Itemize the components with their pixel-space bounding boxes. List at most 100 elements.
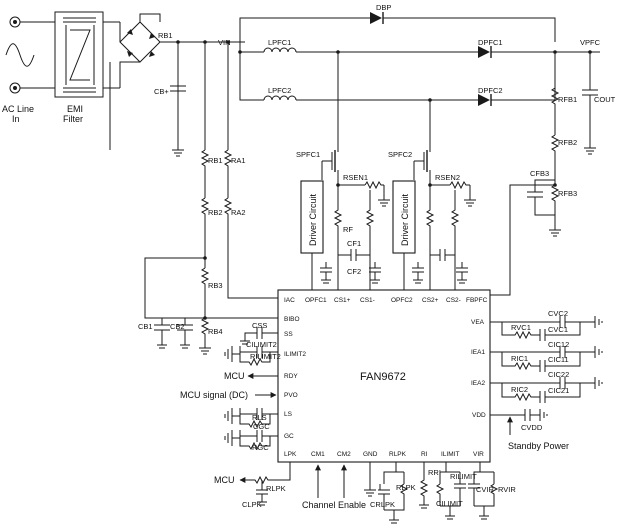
emi-label-2: Filter xyxy=(63,114,83,124)
pin-rlpk: RLPK xyxy=(389,451,407,458)
cic21-label: CIC21 xyxy=(548,386,569,395)
cout-label: COUT xyxy=(594,95,616,104)
pin-gnd: GND xyxy=(363,451,378,458)
rlpk2-label: RLPK xyxy=(396,483,416,492)
rsen2-label: RSEN2 xyxy=(435,173,460,182)
rb4-label: RB4 xyxy=(208,327,223,336)
ac-line-source xyxy=(5,16,55,94)
rlpk-clrpk xyxy=(378,462,409,524)
rls-label: RLS xyxy=(252,413,267,422)
rilimit-cilimit xyxy=(436,462,466,520)
pin-vdd: VDD xyxy=(472,412,486,419)
pin-cm1: CM1 xyxy=(311,451,325,458)
clpk-label: CLPK xyxy=(242,500,262,509)
pin-iea1: IEA1 xyxy=(471,349,485,356)
rilimit-label: RILIMIT xyxy=(450,472,477,481)
emi-label: EMI xyxy=(67,104,83,114)
mosfet-spfc1 xyxy=(321,145,339,185)
lpfc2-label: LPFC2 xyxy=(268,86,291,95)
pin-ilimit: ILIMIT xyxy=(441,451,459,458)
bridge-label: RB1 xyxy=(158,31,173,40)
rilimit2-label: RILIMIT2 xyxy=(250,352,281,361)
ac-line-label-2: In xyxy=(12,114,20,124)
cvir-rvir xyxy=(468,462,499,520)
diode-dpfc2 xyxy=(478,94,492,106)
iea1-network xyxy=(490,346,603,372)
rb2-label: RB2 xyxy=(208,208,223,217)
standby-label: Standby Power xyxy=(508,441,569,451)
resistor-rfb2 xyxy=(550,134,560,185)
diode-dpfc1 xyxy=(478,46,492,58)
vpfc-label: VPFC xyxy=(580,38,601,47)
rri-label: RRI xyxy=(428,468,441,477)
pin-rdy: RDY xyxy=(284,373,298,380)
ric2-label: RIC2 xyxy=(511,385,528,394)
pin-fbpfc: FBPFC xyxy=(466,297,488,304)
rf-label: RF xyxy=(343,225,353,234)
cap-cf1 xyxy=(338,249,370,261)
pin-iac: IAC xyxy=(284,297,295,304)
diode-dbp xyxy=(370,12,384,24)
pin-pvo: PVO xyxy=(284,392,298,399)
rvc1-label: RVC1 xyxy=(511,323,531,332)
cb2-label: CB2 xyxy=(170,322,185,331)
cgc-label: CGC xyxy=(253,422,270,431)
ra2-label: RA2 xyxy=(231,208,246,217)
fan9672-chip xyxy=(277,289,491,463)
cap-cb1 xyxy=(154,318,170,349)
resistor-rb4 xyxy=(199,317,211,355)
dpfc2-label: DPFC2 xyxy=(478,86,503,95)
rfb2-label: RFB2 xyxy=(558,138,577,147)
pin-gc: GC xyxy=(284,433,294,440)
resistor-rb1 xyxy=(200,149,210,198)
rfb1-label: RFB1 xyxy=(558,95,577,104)
cls-rls xyxy=(224,408,278,429)
pin-cs2-plus: CS2+ xyxy=(422,297,439,304)
mcu-lpk-label: MCU xyxy=(214,475,235,485)
rlpk-label: RLPK xyxy=(266,484,286,493)
cap-cb-plus xyxy=(170,80,186,157)
rgc-label: RGC xyxy=(252,443,269,452)
vin-label: VIN xyxy=(218,38,231,47)
clrpk-label: CRLPK xyxy=(370,500,395,509)
pin-cm2: CM2 xyxy=(337,451,351,458)
cf2-label: CF2 xyxy=(347,267,361,276)
resistor-ra1 xyxy=(223,149,233,198)
resistor-rfb1 xyxy=(550,52,560,135)
cilimit2-rilimit2 xyxy=(224,346,278,367)
driver-1-label: Driver Circuit xyxy=(308,194,318,247)
pin-cs1-minus: CS1- xyxy=(360,297,375,304)
resistor-rf xyxy=(333,185,343,260)
pin-ilimit2: ILIMIT2 xyxy=(284,351,306,358)
pin-opfc2: OPFC2 xyxy=(391,297,413,304)
rb3-label: RB3 xyxy=(208,281,223,290)
css-label: CSS xyxy=(252,321,267,330)
cvc2-label: CVC2 xyxy=(548,309,568,318)
cfb3-label: CFB3 xyxy=(530,169,549,178)
mosfet-spfc2 xyxy=(413,145,431,185)
pin-vea: VEA xyxy=(471,319,485,326)
cap-cf2-ground xyxy=(320,262,381,284)
rsen1-label: RSEN1 xyxy=(343,173,368,182)
dbp-label: DBP xyxy=(376,3,391,12)
pin-iea2: IEA2 xyxy=(471,380,485,387)
pin-ri: RI xyxy=(421,451,428,458)
cap-css xyxy=(240,327,278,345)
driver-2-label: Driver Circuit xyxy=(400,194,410,247)
ac-line-label: AC Line xyxy=(2,104,34,114)
spfc2-label: SPFC2 xyxy=(388,150,412,159)
cvc1-label: CVC1 xyxy=(548,325,568,334)
cic12-label: CIC12 xyxy=(548,340,569,349)
ric1-label: RIC1 xyxy=(511,354,528,363)
pin-bibo: BIBO xyxy=(284,316,300,323)
pin-lpk: LPK xyxy=(284,451,297,458)
cvdd-label: CVDD xyxy=(521,423,543,432)
cap-cout xyxy=(582,50,598,155)
pin-ss: SS xyxy=(284,331,293,338)
resistor-rfb3 xyxy=(549,184,561,237)
cic11-label: CIC11 xyxy=(548,355,569,364)
chip-name: FAN9672 xyxy=(360,371,406,383)
cb1-label: CB1 xyxy=(138,322,153,331)
dpfc1-label: DPFC1 xyxy=(478,38,503,47)
